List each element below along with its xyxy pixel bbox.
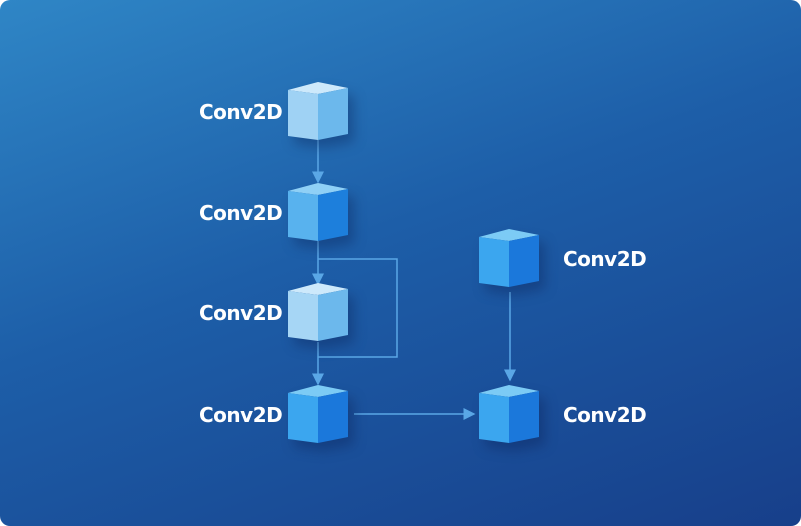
node-label: Conv2D xyxy=(563,403,647,427)
node-conv2d-2: Conv2D xyxy=(199,183,352,243)
cube-icon xyxy=(288,385,348,443)
node-conv2d-1: Conv2D xyxy=(199,82,352,142)
node-label: Conv2D xyxy=(563,247,647,271)
cube-icon xyxy=(288,82,348,140)
node-label: Conv2D xyxy=(199,301,283,325)
node-label: Conv2D xyxy=(199,100,283,124)
node-conv2d-5: Conv2D xyxy=(479,229,647,289)
cube-icon xyxy=(288,283,348,341)
edge-skip-n2-n4 xyxy=(318,258,398,358)
node-conv2d-4: Conv2D xyxy=(199,385,352,445)
cube-icon xyxy=(479,385,539,443)
node-label: Conv2D xyxy=(199,403,283,427)
cube-icon xyxy=(479,229,539,287)
cube-icon xyxy=(288,183,348,241)
node-conv2d-6: Conv2D xyxy=(479,385,647,445)
node-label: Conv2D xyxy=(199,201,283,225)
node-conv2d-3: Conv2D xyxy=(199,283,352,343)
